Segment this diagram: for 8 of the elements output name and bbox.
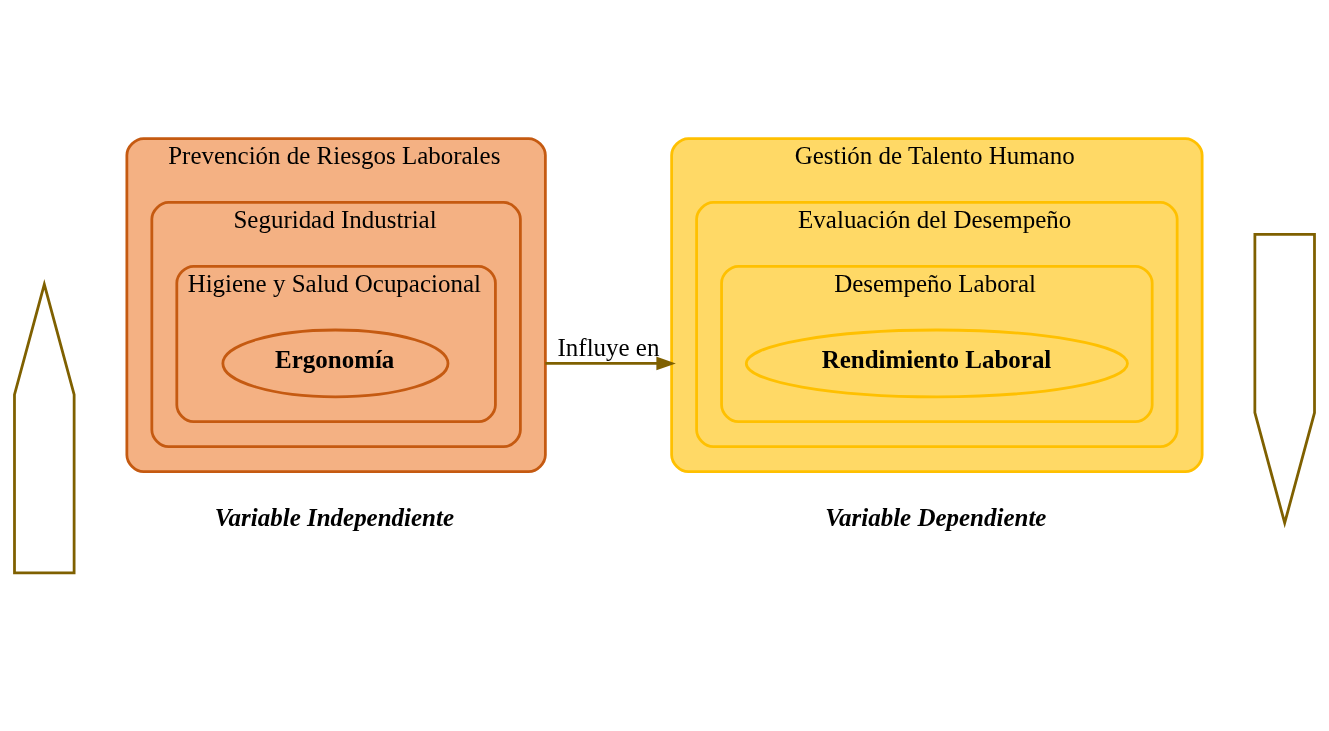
label: Variable Independiente (214, 504, 455, 532)
edge-label: Influye en (557, 333, 660, 361)
label: Variable Dependiente (825, 504, 1047, 532)
node-arrow (1253, 232, 1316, 529)
node-arrow (13, 279, 76, 575)
arrow (545, 356, 676, 371)
node-ellipse: Ergonomía (221, 328, 450, 399)
node-ellipse: Rendimiento Laboral (744, 328, 1129, 399)
